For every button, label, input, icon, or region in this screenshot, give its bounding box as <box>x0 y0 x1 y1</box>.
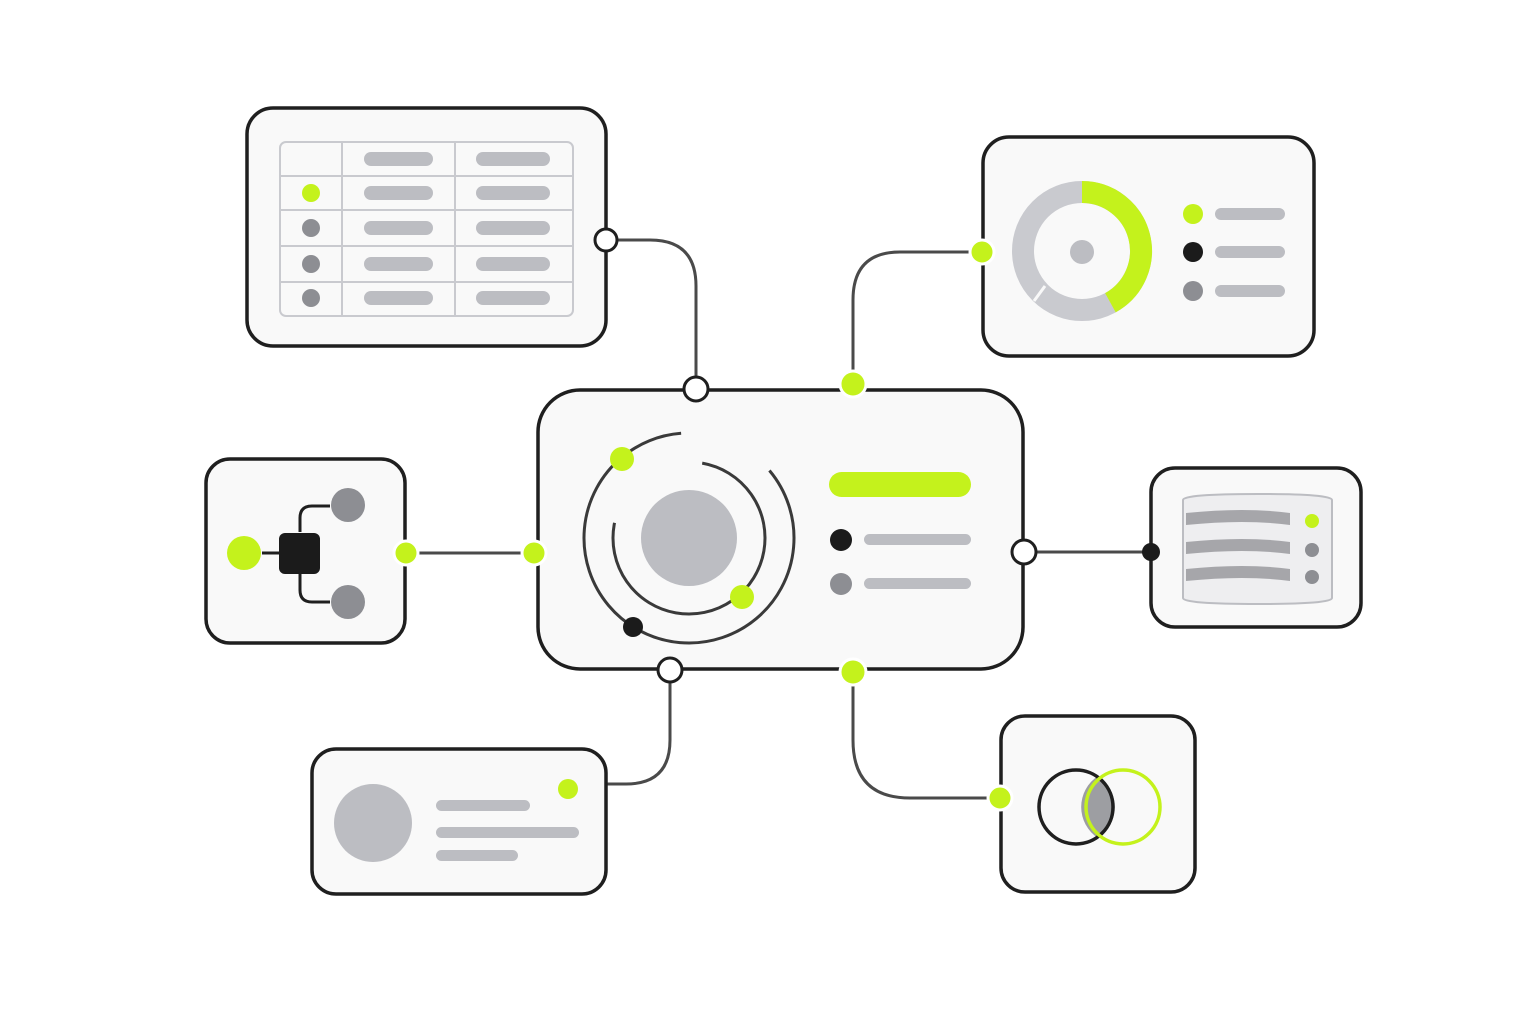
user-avatar-icon <box>334 784 412 862</box>
hub-legend-dot-grey <box>830 573 852 595</box>
table-cell-placeholder <box>364 291 433 305</box>
donut-center-dot <box>1070 240 1094 264</box>
table-cell-placeholder <box>364 186 433 200</box>
table-cell-placeholder <box>364 257 433 271</box>
donut-legend-line <box>1215 208 1285 220</box>
venn-circle-accent <box>1084 768 1162 846</box>
profile-panel[interactable] <box>310 747 608 896</box>
table-row-marker <box>302 289 320 307</box>
database-panel[interactable] <box>1142 466 1363 629</box>
hub-port-bottom-left[interactable] <box>656 656 684 684</box>
orbit-hub-icon <box>582 431 796 645</box>
table-grid-border <box>279 141 574 317</box>
donut-legend-line <box>1215 285 1285 297</box>
orbit-satellite-accent-top <box>610 447 634 471</box>
hub-port-top-left[interactable] <box>682 375 710 403</box>
venn-diagram-icon <box>1037 768 1162 846</box>
donut-legend-line <box>1215 246 1285 258</box>
hierarchy-input-node <box>227 536 261 570</box>
table-grid-icon <box>279 141 574 317</box>
table-row-marker <box>302 184 320 202</box>
hierarchy-tree-icon <box>227 488 365 619</box>
hierarchy-child-node-bottom <box>331 585 365 619</box>
profile-status-dot <box>558 779 578 799</box>
database-layers <box>1186 510 1319 584</box>
connector-donut-to-hub <box>851 250 984 386</box>
table-cell-placeholder <box>476 291 550 305</box>
donut-chart-icon <box>1012 181 1152 321</box>
connector-hub-to-profile <box>604 668 672 786</box>
table-panel-port[interactable] <box>593 227 619 253</box>
profile-line-1 <box>436 800 530 811</box>
hierarchy-panel-port[interactable] <box>392 539 420 567</box>
hub-port-bottom-right[interactable] <box>838 657 868 687</box>
table-cell-placeholder <box>476 186 550 200</box>
database-panel-port[interactable] <box>1142 543 1160 561</box>
hub-legend-line-2 <box>864 578 971 589</box>
connector-table-to-hub <box>604 238 698 390</box>
orbit-satellite-dark <box>623 617 643 637</box>
hub-panel[interactable] <box>520 369 1038 687</box>
donut-panel-port[interactable] <box>968 238 996 266</box>
table-rows <box>302 152 550 307</box>
donut-legend <box>1183 204 1285 301</box>
orbit-core <box>641 490 737 586</box>
donut-legend-marker <box>1183 204 1203 224</box>
donut-legend-marker <box>1183 281 1203 301</box>
connectors <box>404 238 1153 800</box>
table-row-marker <box>302 255 320 273</box>
hub-port-top-right[interactable] <box>838 369 868 399</box>
donut-legend-marker <box>1183 242 1203 262</box>
venn-panel-port[interactable] <box>986 784 1014 812</box>
orbit-inner-ring <box>611 460 767 616</box>
donut-accent-arc <box>1081 181 1152 313</box>
venn-panel[interactable] <box>986 714 1197 894</box>
database-layer-marker <box>1305 570 1319 584</box>
table-cell-placeholder <box>476 221 550 235</box>
hierarchy-child-node-top <box>331 488 365 522</box>
donut-gap <box>1032 285 1047 302</box>
table-row-marker <box>302 219 320 237</box>
database-layer <box>1186 510 1290 525</box>
hub-legend-line-1 <box>864 534 971 545</box>
venn-circle-dark <box>1037 768 1115 846</box>
table-cell-placeholder <box>476 257 550 271</box>
table-cell-placeholder <box>364 152 433 166</box>
profile-line-3 <box>436 850 518 861</box>
database-layer-marker <box>1305 514 1319 528</box>
database-layer <box>1186 539 1290 554</box>
hub-port-right[interactable] <box>1010 538 1038 566</box>
connector-hub-to-venn <box>851 670 1002 800</box>
donut-panel[interactable] <box>968 135 1316 358</box>
table-cell-placeholder <box>364 221 433 235</box>
hierarchy-root-node <box>279 533 320 574</box>
orbit-satellite-accent-bottom <box>730 585 754 609</box>
hub-highlight-bar <box>829 472 971 497</box>
hub-legend-dot-dark <box>830 529 852 551</box>
database-layer <box>1186 566 1290 581</box>
profile-line-2 <box>436 827 579 838</box>
hub-port-left[interactable] <box>520 539 548 567</box>
table-panel[interactable] <box>245 106 619 348</box>
table-cell-placeholder <box>476 152 550 166</box>
database-layer-marker <box>1305 543 1319 557</box>
hub-panel-frame <box>536 388 1025 671</box>
hierarchy-panel[interactable] <box>204 457 420 645</box>
database-stack-icon <box>1182 492 1333 606</box>
